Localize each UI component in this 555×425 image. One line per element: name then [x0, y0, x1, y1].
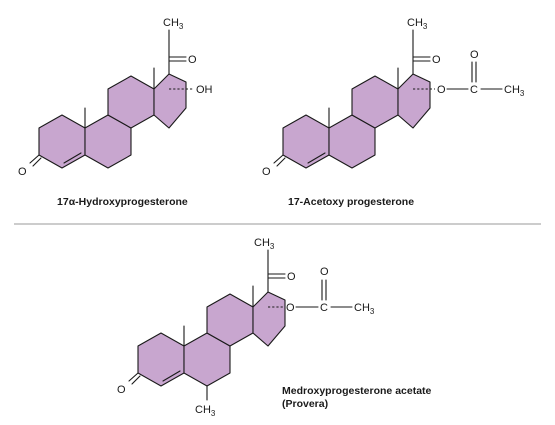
- c20-oxygen: O: [287, 271, 296, 283]
- ring-a: [38, 114, 86, 169]
- acetyl-methyl-label: CH3: [407, 17, 428, 31]
- ketone-bond-a: [128, 372, 139, 382]
- c6-methyl-label: CH3: [195, 404, 216, 418]
- hydroxyl-label: OH: [196, 84, 213, 96]
- acetate-methyl-label: CH3: [504, 84, 525, 98]
- ester-carbon: C: [470, 84, 478, 96]
- ketone-bond-b: [276, 157, 286, 167]
- c20-oxygen: O: [432, 54, 441, 66]
- acetate-methyl-label: CH3: [354, 302, 375, 316]
- double-bond-4-5: [63, 152, 82, 164]
- ketone-oxygen: O: [262, 166, 271, 178]
- ring-d: [252, 291, 286, 347]
- caption-17a-hydroxyprogesterone: 17α-Hydroxyprogesterone: [57, 196, 188, 208]
- ring-d: [153, 73, 187, 129]
- structure-17-acetoxy-progesterone: O O CH3 O C O CH3 17-Acetoxy progesteron…: [262, 17, 525, 208]
- caption-medroxyprogesterone-acetate: Medroxyprogesterone acetate: [282, 385, 432, 397]
- double-bond-4-5: [162, 370, 181, 382]
- structure-17a-hydroxyprogesterone: O O CH3 OH 17α-Hydroxyprogesterone: [18, 17, 213, 208]
- acetyl-methyl-label: CH3: [254, 237, 275, 251]
- ketone-oxygen: O: [18, 166, 27, 178]
- ketone-bond-a: [273, 154, 284, 164]
- acetyl-methyl-label: CH3: [163, 17, 184, 31]
- ester-carbon: C: [320, 302, 328, 314]
- ester-carbonyl-oxygen: O: [470, 49, 479, 61]
- ring-d: [397, 73, 431, 129]
- caption-17-acetoxy-progesterone: 17-Acetoxy progesterone: [288, 196, 414, 208]
- ester-carbonyl-oxygen: O: [320, 266, 329, 278]
- c20-oxygen: O: [188, 54, 197, 66]
- ring-a: [137, 332, 185, 387]
- ketone-bond-b: [131, 375, 141, 385]
- ketone-oxygen: O: [117, 384, 126, 396]
- ring-system: [137, 291, 286, 387]
- ketone-bond-b: [32, 157, 42, 167]
- ring-a: [282, 114, 330, 169]
- caption-provera: (Provera): [282, 398, 328, 410]
- ring-system: [38, 73, 187, 169]
- structure-medroxyprogesterone-acetate: O CH3 O CH3 O C O CH3 Medroxyprogesteron…: [117, 237, 432, 418]
- double-bond-4-5: [307, 152, 326, 164]
- ester-oxygen: O: [286, 302, 295, 314]
- ester-oxygen: O: [437, 84, 446, 96]
- ring-system: [282, 73, 431, 169]
- ketone-bond-a: [29, 154, 40, 164]
